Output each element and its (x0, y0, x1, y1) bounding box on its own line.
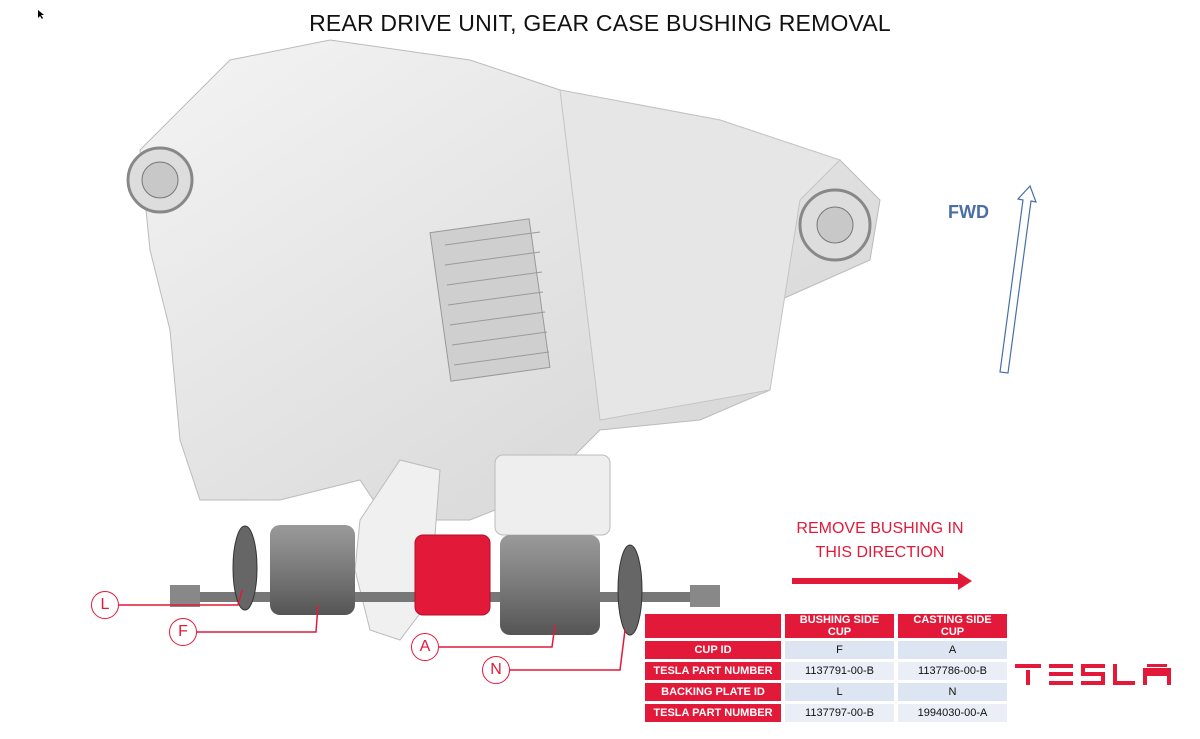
callout-n: N (482, 656, 510, 684)
header-bushing-side-cup: BUSHING SIDE CUP (785, 614, 894, 638)
fwd-label: FWD (948, 202, 989, 222)
cup-a (500, 535, 600, 635)
cell-bushing: L (785, 683, 894, 701)
fwd-arrow-icon (999, 184, 1037, 374)
callout-leaders (119, 589, 626, 671)
callout-l: L (91, 591, 119, 619)
header-casting-side-cup: CASTING SIDE CUP (898, 614, 1007, 638)
callout-a: A (411, 633, 439, 661)
parts-table: BUSHING SIDE CUP CASTING SIDE CUP CUP ID… (641, 611, 1011, 725)
oil-filter (494, 454, 611, 536)
cell-bushing: 1137791-00-B (785, 662, 894, 680)
row-label: TESLA PART NUMBER (645, 704, 781, 722)
cell-casting: 1994030-00-A (898, 704, 1007, 722)
backing-plate-l (232, 525, 258, 611)
table-header-row: BUSHING SIDE CUP CASTING SIDE CUP (645, 614, 1007, 638)
cell-casting: N (898, 683, 1007, 701)
callout-f: F (169, 618, 197, 646)
tesla-logo (1015, 664, 1171, 685)
instruction-line-2: THIS DIRECTION (815, 544, 945, 561)
table-row: TESLA PART NUMBER 1137791-00-B 1137786-0… (645, 662, 1007, 680)
cell-casting: 1137786-00-B (898, 662, 1007, 680)
backing-plate-n (617, 544, 643, 636)
mouse-cursor-icon (38, 10, 44, 19)
cell-bushing: 1137797-00-B (785, 704, 894, 722)
row-label: TESLA PART NUMBER (645, 662, 781, 680)
table-row: CUP ID F A (645, 641, 1007, 659)
row-label: BACKING PLATE ID (645, 683, 781, 701)
gear-case-bushing (414, 534, 491, 616)
header-empty (645, 614, 781, 638)
table-row: TESLA PART NUMBER 1137797-00-B 1994030-0… (645, 704, 1007, 722)
page-title: REAR DRIVE UNIT, GEAR CASE BUSHING REMOV… (309, 10, 891, 36)
remove-direction-arrow-icon (792, 572, 972, 590)
table-row: BACKING PLATE ID L N (645, 683, 1007, 701)
removal-instruction: REMOVE BUSHING IN THIS DIRECTION (780, 517, 980, 565)
row-label: CUP ID (645, 641, 781, 659)
oil-cooler (429, 218, 551, 382)
instruction-line-1: REMOVE BUSHING IN (796, 520, 964, 537)
cell-casting: A (898, 641, 1007, 659)
cup-f (270, 525, 355, 615)
cell-bushing: F (785, 641, 894, 659)
